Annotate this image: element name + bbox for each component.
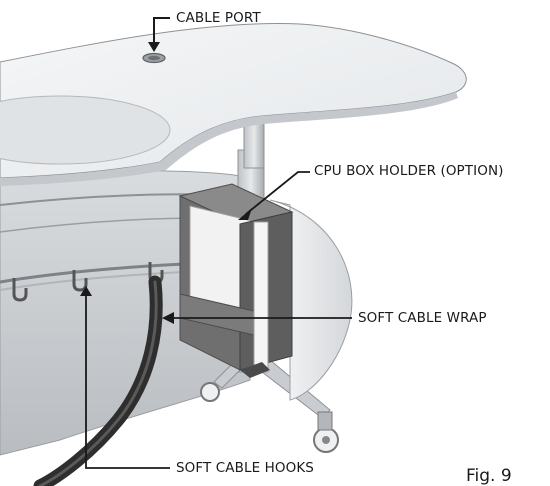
figure-number: Fig. 9 <box>466 466 512 486</box>
leader-cpu-holder <box>245 171 310 215</box>
arrow-cable-wrap <box>162 312 174 324</box>
label-soft-cable-wrap: SOFT CABLE WRAP <box>358 310 487 326</box>
arrow-cable-hooks <box>80 286 92 296</box>
arrow-cpu-holder <box>238 208 252 220</box>
label-cpu-box-holder: CPU BOX HOLDER (OPTION) <box>314 163 504 179</box>
arrow-cable-port <box>148 42 160 52</box>
desktop-edge <box>0 92 458 186</box>
caster-wheel-back <box>200 382 220 402</box>
desk-cutout-shadow <box>0 95 171 165</box>
label-soft-cable-hooks: SOFT CABLE HOOKS <box>176 460 314 476</box>
cable-hook-2 <box>72 270 88 292</box>
leader-cable-port <box>153 17 170 44</box>
cable-hook-1 <box>12 278 28 302</box>
leader-cable-hooks <box>85 294 170 469</box>
label-cable-port: CABLE PORT <box>176 10 261 26</box>
